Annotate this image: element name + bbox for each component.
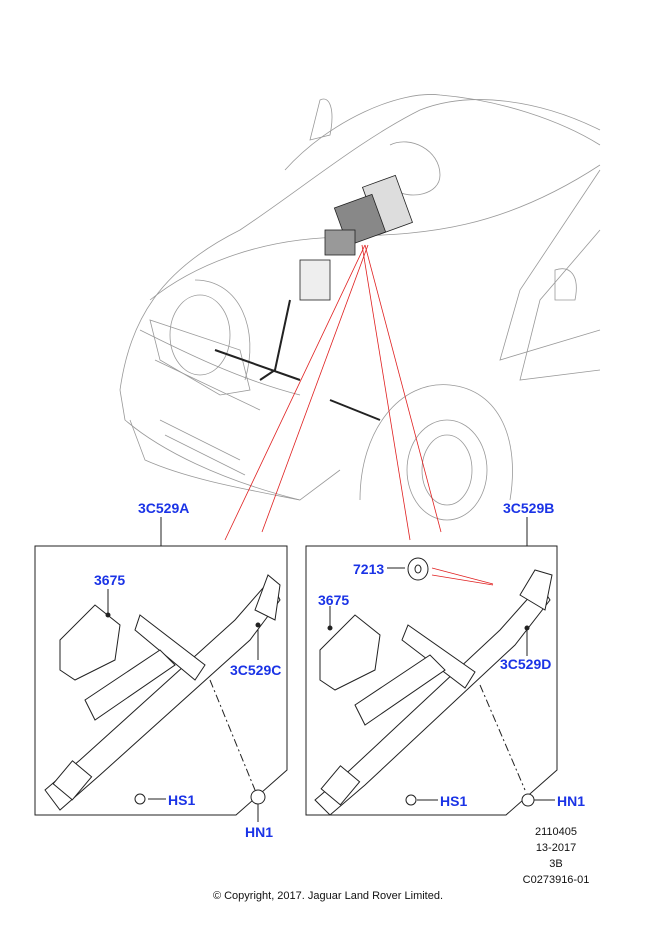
illustration-id: C0273916-01	[522, 874, 590, 886]
copyright: © Copyright, 2017. Jaguar Land Rover Lim…	[212, 890, 444, 902]
steering-system-overview	[214, 174, 413, 421]
callout-3c529b[interactable]: 3C529B	[503, 500, 555, 516]
reference-number: 2110405	[534, 826, 577, 838]
callout-3675-left[interactable]: 3675	[94, 572, 126, 588]
group-box-3c529b	[305, 545, 558, 816]
steering-column-left	[44, 574, 281, 811]
callout-hn1-right[interactable]: HN1	[557, 793, 586, 809]
vehicle-outline	[119, 94, 601, 521]
callout-3c529c[interactable]: 3C529C	[230, 662, 282, 678]
callout-hs1-left[interactable]: HS1	[168, 792, 196, 808]
callout-3c529d[interactable]: 3C529D	[500, 656, 552, 672]
date-code: 13-2017	[535, 842, 577, 854]
callout-hn1-left[interactable]: HN1	[245, 824, 274, 840]
callout-3c529a[interactable]: 3C529A	[138, 500, 190, 516]
callout-7213[interactable]: 7213	[353, 561, 385, 577]
leader-lines	[224, 244, 494, 586]
section-code: 3B	[549, 858, 563, 870]
callout-3675-right[interactable]: 3675	[318, 592, 350, 608]
callout-hs1-right[interactable]: HS1	[440, 793, 468, 809]
steering-column-right	[314, 557, 553, 816]
